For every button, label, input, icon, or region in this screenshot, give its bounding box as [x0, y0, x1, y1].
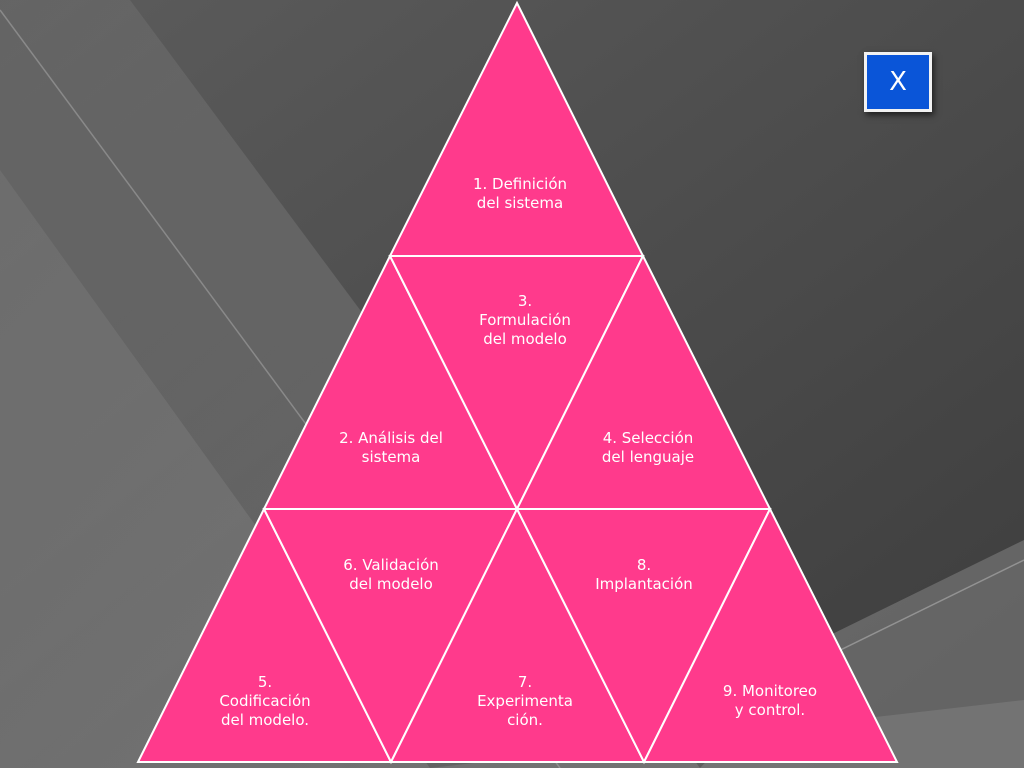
- step-9-triangle: [642, 506, 899, 763]
- step-6-label: 6. Validación del modelo: [343, 556, 439, 593]
- close-button[interactable]: X: [864, 52, 932, 112]
- step-3-label: 3. Formulación del modelo: [479, 292, 571, 348]
- step-1-label: 1. Definición del sistema: [472, 175, 568, 212]
- step-4-label: 4. Selección del lenguaje: [601, 429, 695, 466]
- step-8-label: 8. Implantación: [595, 556, 693, 593]
- step-7-label: 7. Experimenta ción.: [477, 673, 573, 729]
- step-5-label: 5. Codificación del modelo.: [219, 673, 311, 729]
- background-line-2: [819, 559, 1024, 661]
- step-9-label: 9. Monitoreo y control.: [722, 682, 818, 719]
- pyramid-diagram: [136, 0, 899, 765]
- close-icon: X: [889, 67, 907, 97]
- step-2-label: 2. Análisis del sistema: [339, 429, 443, 466]
